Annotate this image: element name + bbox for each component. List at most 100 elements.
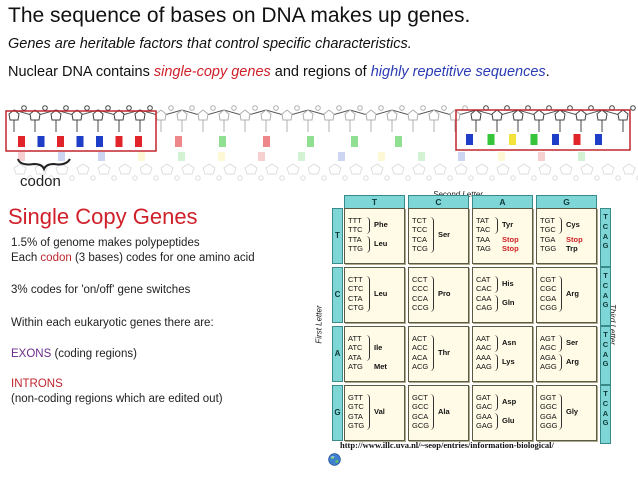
ghost-phosphate <box>90 175 96 181</box>
sugar-ring <box>323 109 335 121</box>
sugar-ring <box>197 109 209 121</box>
globe-icon[interactable] <box>328 453 341 466</box>
base-left <box>135 136 142 147</box>
codon-fact: Each codon (3 bases) codes for one amino… <box>11 251 255 266</box>
codon-list: TCT TCC TCA TCG <box>412 216 428 254</box>
switch-fact: 3% codes for 'on/off' gene switches <box>11 284 191 296</box>
source-url[interactable]: http://www.illc.uva.nl/~seop/entries/inf… <box>340 440 554 450</box>
sugar-ring <box>260 109 272 121</box>
amino-acid-label: Ala <box>438 406 450 416</box>
ghost-sugar <box>454 163 468 175</box>
first-letter-C: C <box>332 267 343 323</box>
codon-list: AAT AAC AAA AAG <box>476 334 492 372</box>
first-letter-T: T <box>332 208 343 264</box>
ghost-sugar <box>412 163 426 175</box>
phosphate <box>294 105 300 111</box>
phosphate <box>126 105 132 111</box>
phosphate <box>189 105 195 111</box>
base-faded <box>98 152 105 161</box>
ghost-phosphate <box>153 175 159 181</box>
ghost-phosphate <box>342 175 348 181</box>
base-faded <box>338 152 345 161</box>
amino-acid-brace <box>366 394 370 430</box>
codon-list: CAT CAC CAA CAG <box>476 275 493 313</box>
phosphate <box>378 105 384 111</box>
ghost-phosphate <box>321 175 327 181</box>
amino-acid-label: Leu <box>374 239 388 249</box>
phosphate <box>63 105 69 111</box>
amino-acid-brace <box>494 276 498 293</box>
ghost-phosphate <box>174 175 180 181</box>
codon-list: GCT GCC GCA GCG <box>412 393 430 431</box>
single-copy-heading: Single Copy Genes <box>8 204 198 229</box>
base-faded <box>18 152 25 161</box>
base-right <box>466 134 473 145</box>
phosphate <box>147 105 153 111</box>
amino-acid-brace <box>558 394 562 430</box>
codon-cell <box>408 326 469 382</box>
amino-acid-label: Cys <box>566 220 580 230</box>
base-faded <box>498 152 505 161</box>
phosphate <box>231 105 237 111</box>
codon-list: AGT AGC AGA AGG <box>540 334 557 372</box>
first-letter-label: First Letter <box>314 305 324 344</box>
sugar-ring <box>428 109 440 121</box>
exons-description: (coding regions) <box>51 348 137 360</box>
amino-acid-label: Trp <box>566 243 578 253</box>
base-middle <box>307 136 314 147</box>
amino-acid-brace <box>430 276 434 312</box>
base-faded <box>138 152 145 161</box>
introns-line: INTRONS <box>11 377 63 392</box>
ghost-sugar <box>622 163 636 175</box>
amino-acid-label: Tyr <box>502 220 514 230</box>
ghost-sugar <box>181 163 195 175</box>
sugar-ring <box>239 109 251 121</box>
amino-acid-brace <box>430 217 434 253</box>
codon-cell <box>536 385 597 441</box>
ghost-sugar <box>307 163 321 175</box>
amino-acid-brace <box>558 335 562 352</box>
base-faded <box>418 152 425 161</box>
amino-acid-label: Pro <box>438 288 451 298</box>
ghost-sugar <box>349 163 363 175</box>
sugar-ring <box>344 109 356 121</box>
nuclear-prefix: Nuclear DNA contains <box>8 64 154 80</box>
amino-acid-brace <box>430 394 434 430</box>
slide-subtitle: Genes are heritable factors that control… <box>8 36 412 52</box>
amino-acid-brace <box>494 217 498 234</box>
introns-description: (non-coding regions which are edited out… <box>11 393 223 405</box>
introns-term: INTRONS <box>11 378 63 390</box>
ghost-sugar <box>76 163 90 175</box>
codon-brace <box>17 158 71 172</box>
ghost-sugar <box>202 163 216 175</box>
amino-acid-brace <box>494 353 498 371</box>
amino-acid-brace <box>494 394 498 411</box>
phosphate <box>210 105 216 111</box>
sugar-ring <box>533 109 545 121</box>
amino-acid-label: Leu <box>374 288 388 298</box>
amino-acid-label: Ser <box>438 229 451 239</box>
ghost-sugar <box>244 163 258 175</box>
codon-list: CCT CCC CCA CCG <box>412 275 429 313</box>
codon-label: codon <box>20 173 61 190</box>
amino-acid-brace <box>494 412 498 430</box>
base-left <box>18 136 25 147</box>
base-left <box>37 136 45 147</box>
base-right <box>509 134 516 145</box>
codon-list: GTT GTC GTA GTG <box>348 393 365 431</box>
sugar-ring <box>302 109 314 121</box>
base-right <box>530 134 538 145</box>
ghost-phosphate <box>552 175 558 181</box>
ghost-sugar <box>370 163 384 175</box>
ghost-phosphate <box>237 175 243 181</box>
dna-strand-diagram <box>5 105 638 181</box>
codon-list: GAT GAC GAA GAG <box>476 393 493 431</box>
ghost-phosphate <box>132 175 138 181</box>
phosphate <box>273 105 279 111</box>
codon-list: CGT CGC CGA CGG <box>540 275 558 313</box>
amino-acid-label: His <box>502 279 514 289</box>
base-faded <box>578 152 585 161</box>
codon-cell <box>536 208 597 264</box>
ghost-sugar <box>580 163 594 175</box>
